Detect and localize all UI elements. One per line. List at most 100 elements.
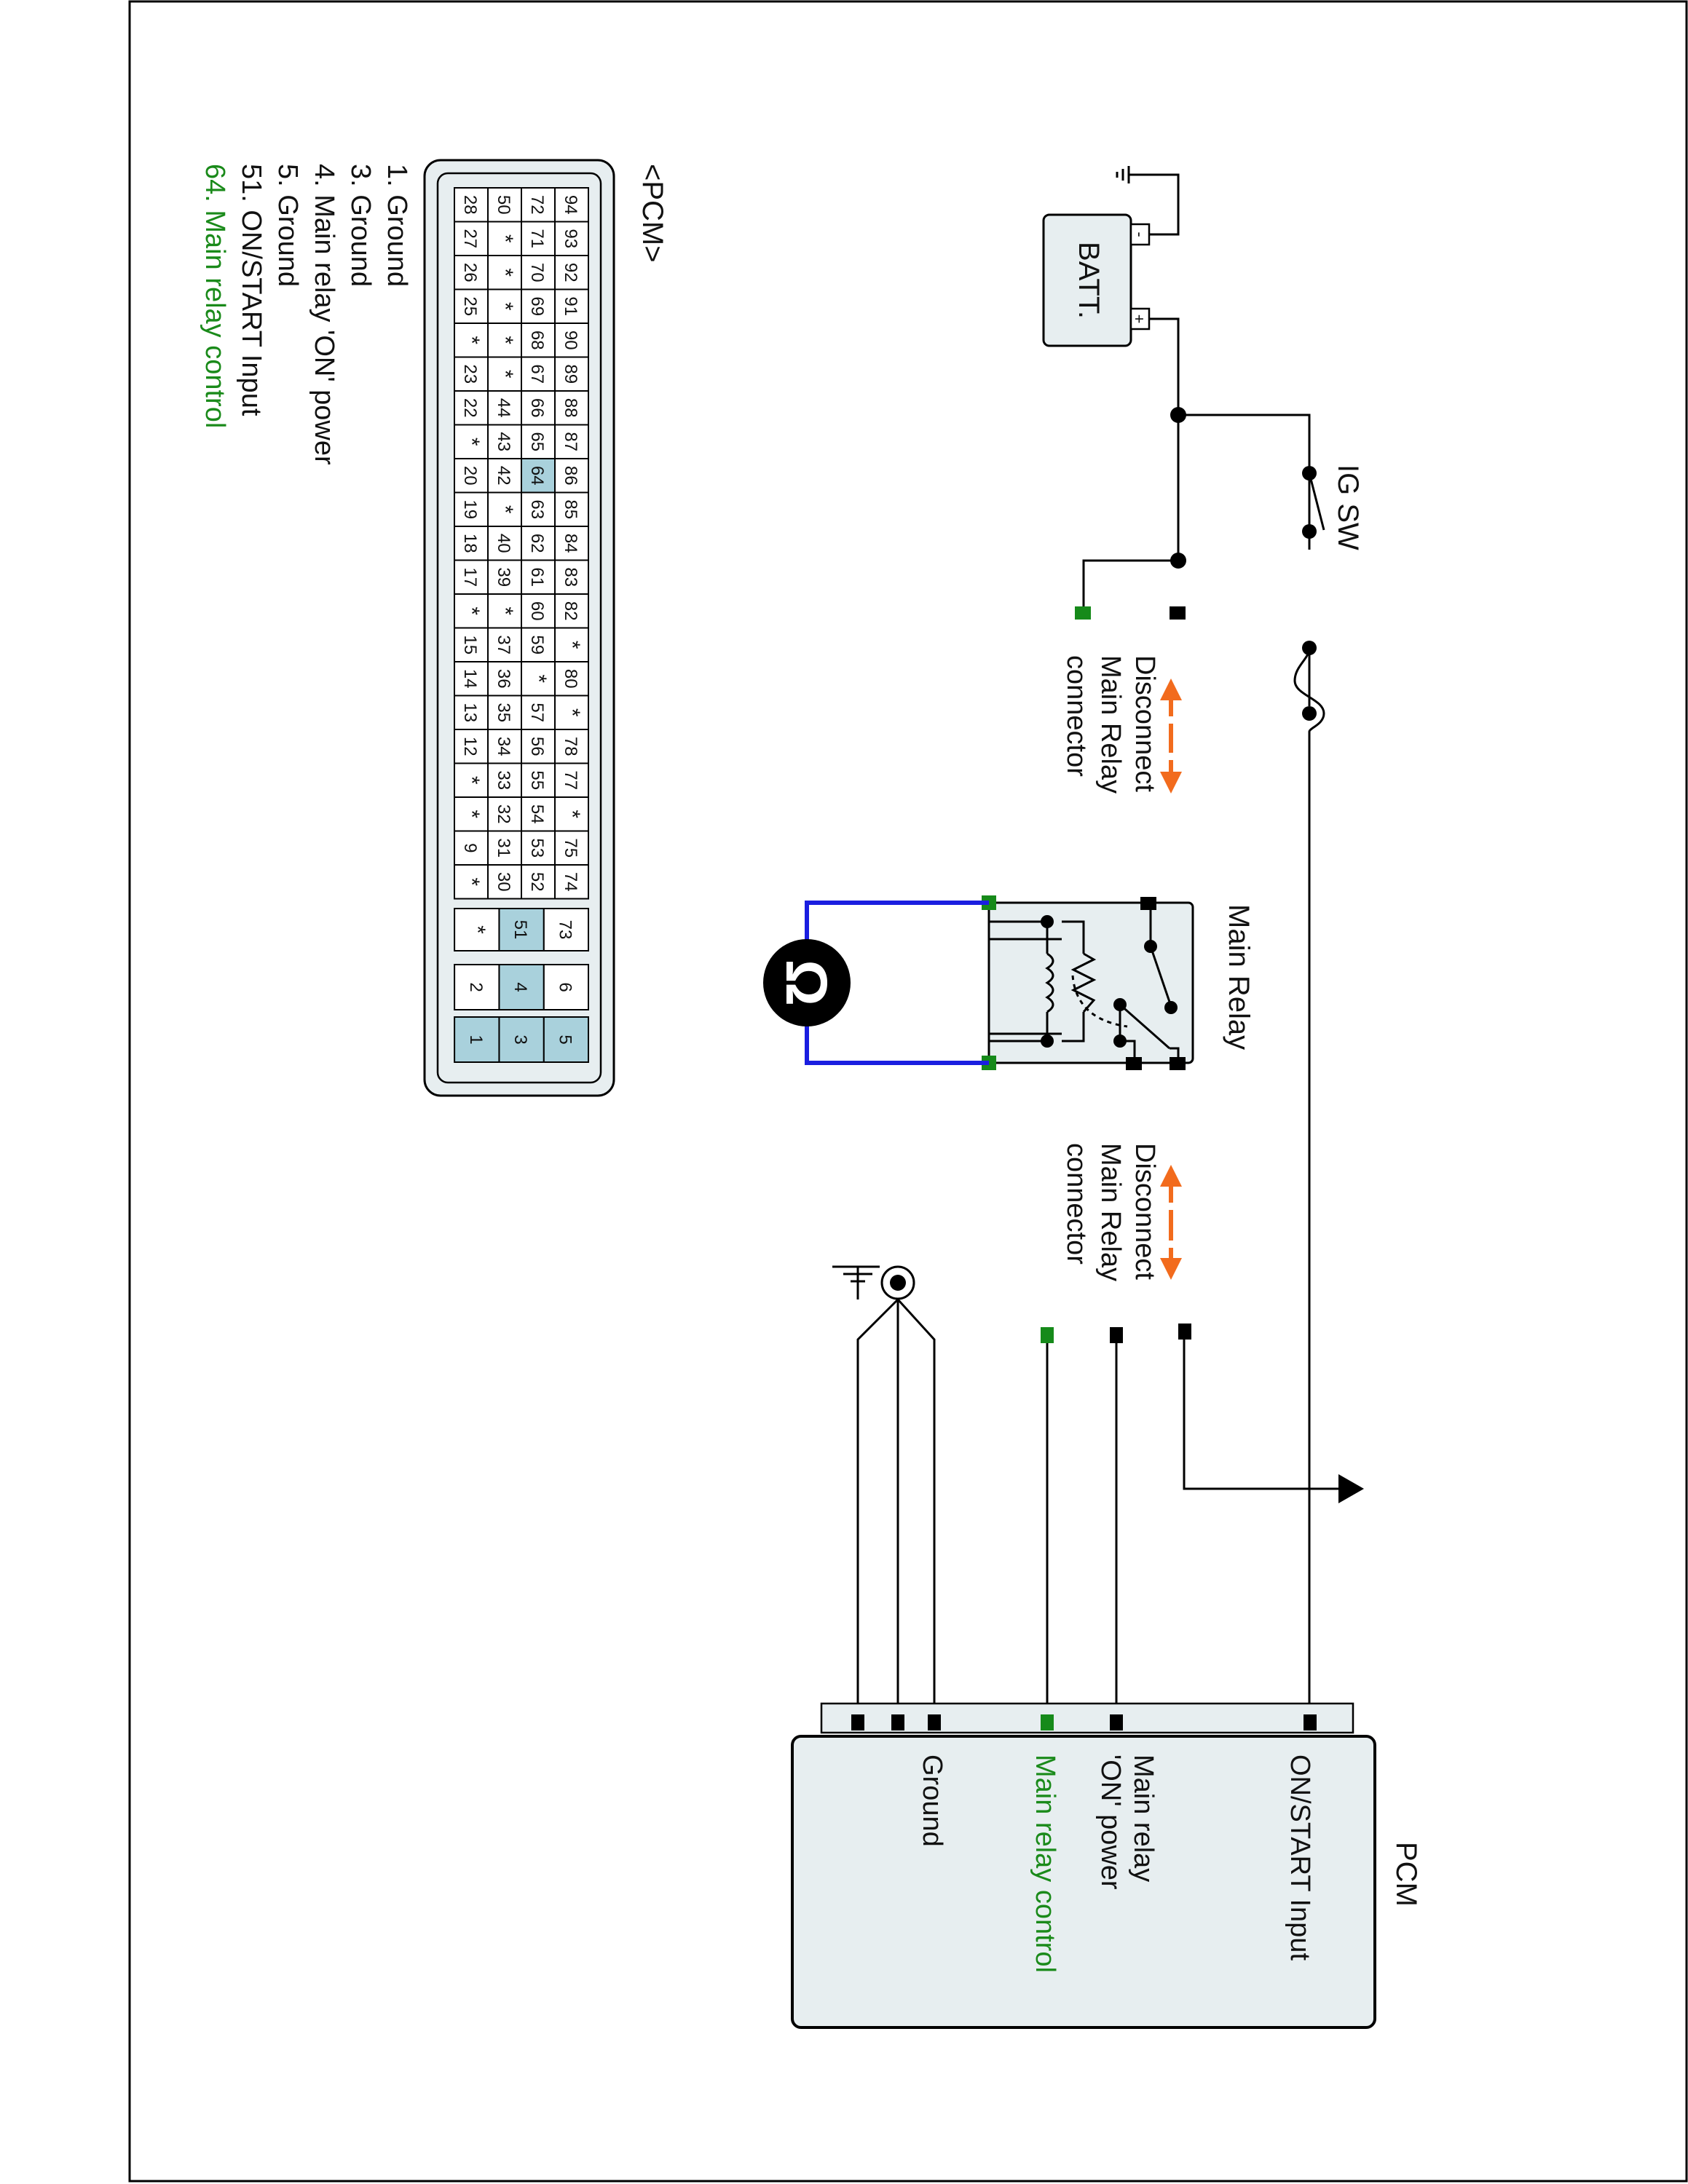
pcm-label-on-start: ON/START Input — [1285, 1754, 1315, 1961]
connector-pin-label: 23 — [460, 364, 480, 384]
connector-pin-label: 78 — [561, 737, 580, 756]
connector-pin-label: 91 — [561, 296, 580, 316]
connector-pin-cell — [454, 864, 489, 900]
connector-pin-label: 14 — [460, 669, 480, 689]
connector-title: <PCM> — [636, 164, 669, 263]
connector-pin-label: 33 — [494, 770, 513, 790]
legend-item: 3. Ground — [345, 164, 376, 287]
connector-pin-cell — [454, 908, 500, 951]
connector-pin-label: 60 — [527, 601, 547, 621]
pin-upper-black — [1170, 606, 1186, 620]
connector-pin-label: 85 — [561, 499, 580, 519]
connector-pin-label: 71 — [527, 229, 547, 248]
connector-pin-label: 84 — [561, 534, 580, 553]
page-frame — [128, 0, 1688, 2183]
connector-pin-label: 1 — [466, 1034, 486, 1044]
connector-pin-label: 70 — [527, 263, 547, 282]
pcm-label-main-relay-on-line1: Main relay — [1128, 1754, 1159, 1882]
disconnect-bottom-line1: Disconnect — [1129, 1143, 1160, 1280]
pcm-label-main-relay-control: Main relay control — [1030, 1754, 1060, 1973]
connector-pin-label: 3 — [510, 1034, 530, 1044]
connector-pin-label: 50 — [494, 195, 513, 215]
connector-pin-label: * — [526, 674, 551, 683]
connector-pin-label: 89 — [561, 364, 580, 384]
connector-pin-label: 55 — [527, 770, 547, 790]
connector-pin-label: 42 — [494, 466, 513, 486]
connector-pin-label: * — [560, 708, 584, 717]
connector-pin-label: 18 — [460, 534, 480, 553]
connector-pin-label: * — [493, 505, 517, 514]
connector-pin-label: 15 — [460, 635, 480, 654]
main-relay-label: Main Relay — [1223, 904, 1255, 1050]
connector-pin-label: * — [493, 336, 517, 344]
meter-lead-a — [805, 901, 989, 943]
connector-pin-label: * — [460, 776, 484, 785]
pin-legend: 1. Ground 3. Ground 4. Main relay 'ON' p… — [200, 164, 412, 465]
connector-pin-label: 13 — [460, 703, 480, 722]
disconnect-top-line1: Disconnect — [1129, 655, 1160, 792]
connector-pin-label: 25 — [460, 296, 480, 316]
legend-item: 1. Ground — [382, 164, 412, 287]
connector-pin-label: 43 — [494, 432, 513, 451]
connector-pin-label: 30 — [494, 872, 513, 892]
connector-pin-label: 19 — [460, 499, 480, 519]
main-relay: Main Relay — [982, 895, 1255, 1070]
legend-item: 4. Main relay 'ON' power — [309, 164, 339, 465]
junction-dots — [1170, 407, 1186, 569]
connector-pin-label: 72 — [527, 195, 547, 215]
connector-pin-label: 9 — [460, 843, 480, 852]
connector-pin-label: * — [493, 268, 517, 277]
connector-face: <PCM> 94939291908988878685848382*80*7877… — [423, 159, 669, 1097]
arrow-icon — [1160, 678, 1182, 794]
ig-switch-label: IG SW — [1332, 464, 1364, 550]
pcm-connector-strip — [820, 1702, 1354, 1734]
pin-lower-c — [1041, 1327, 1054, 1343]
connector-pin-label: 63 — [527, 499, 547, 519]
connector-pin-label: 57 — [527, 703, 547, 722]
connector-pin-label: 56 — [527, 737, 547, 756]
pin-lower-a — [1178, 1324, 1191, 1340]
fuse-node-a — [1302, 641, 1317, 655]
connector-pin-label: 83 — [561, 567, 580, 587]
lower-wiring — [856, 1298, 1338, 1718]
connector-pin-label: 31 — [494, 838, 513, 858]
connector-pin-label: 54 — [527, 804, 547, 824]
connector-pin-label: 53 — [527, 838, 547, 858]
connector-pin-label: 34 — [494, 737, 513, 756]
connector-pin-label: * — [460, 877, 484, 886]
ig-switch: IG SW — [1302, 464, 1364, 721]
connector-pin-label: 93 — [561, 229, 580, 248]
pcm-box: PCM ON/START Input Main relay 'ON' power… — [791, 1702, 1422, 2029]
pcm-label-ground: Ground — [917, 1754, 947, 1847]
connector-pin-label: 92 — [561, 263, 580, 282]
pcm-label-main-relay-on-line2: 'ON' power — [1095, 1754, 1126, 1890]
connector-pin-label: * — [460, 810, 484, 818]
disconnect-bottom-line3: connector — [1061, 1143, 1092, 1265]
connector-pin-label: 40 — [494, 534, 513, 553]
connector-pin-label: 27 — [460, 229, 480, 248]
disconnect-bottom-line2: Main Relay — [1095, 1143, 1126, 1281]
connector-pin-label: * — [460, 438, 484, 446]
pin-lower-b — [1110, 1327, 1123, 1343]
connector-pin-label: 65 — [527, 432, 547, 451]
battery-body — [1042, 213, 1132, 347]
ohmmeter: Ω — [763, 901, 989, 1065]
connector-pin-label: 68 — [527, 331, 547, 350]
connector-pin-label: 94 — [561, 195, 580, 215]
battery-minus-sign: - — [1131, 232, 1149, 237]
battery: - + BATT. — [1042, 166, 1180, 347]
disconnect-label-top: Disconnect Main Relay connector — [1061, 655, 1182, 794]
connector-pin-label: 26 — [460, 263, 480, 282]
connector-pin-label: 20 — [460, 466, 480, 486]
battery-label: BATT. — [1073, 242, 1105, 319]
connector-pin-label: 77 — [561, 770, 580, 790]
connector-pin-label: 66 — [527, 398, 547, 418]
ohmmeter-icon — [763, 939, 851, 1026]
pcm-title: PCM — [1390, 1842, 1422, 1907]
disconnect-label-bottom: Disconnect Main Relay connector — [1061, 1143, 1182, 1281]
connector-pin-label: * — [465, 925, 489, 934]
legend-item: 51. ON/START Input — [236, 164, 267, 416]
connector-pin-label: * — [560, 810, 584, 818]
